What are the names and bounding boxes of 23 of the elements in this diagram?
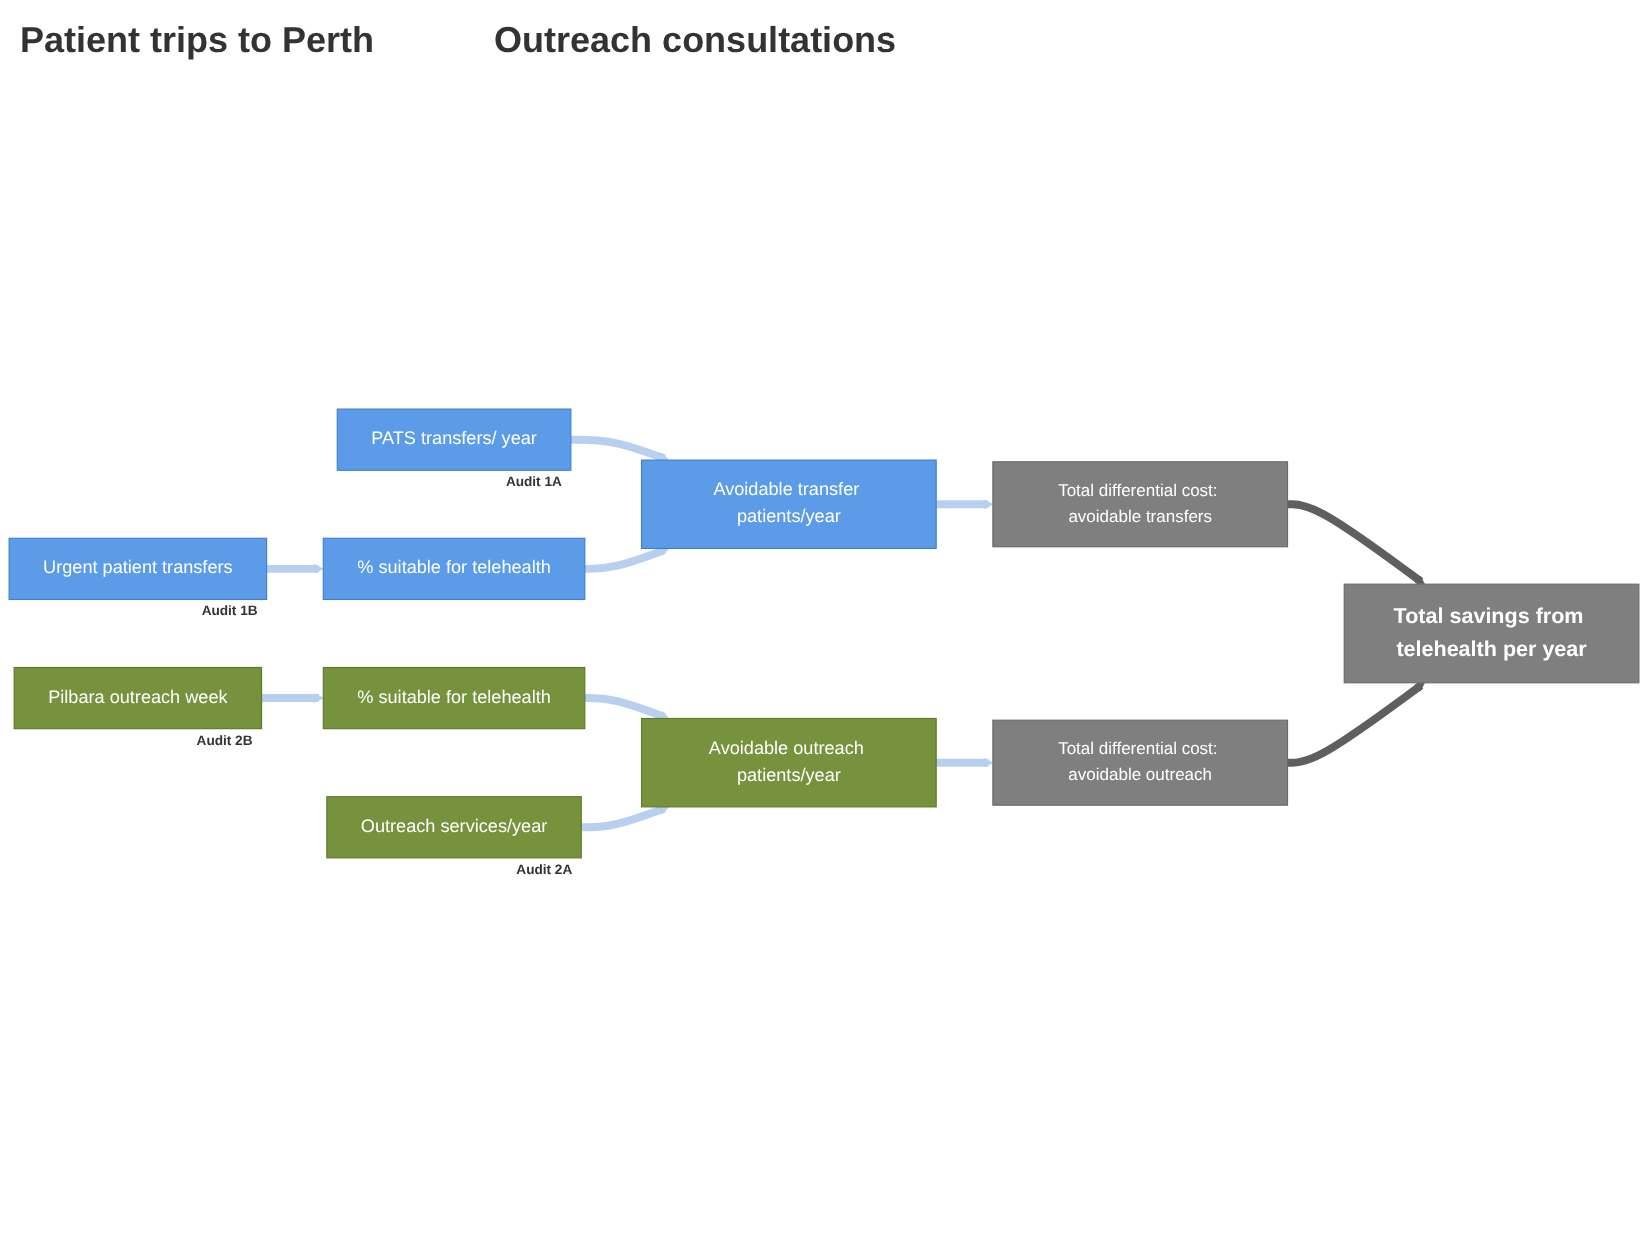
arrow	[266, 564, 324, 575]
node-box: Pilbara outreach week	[13, 667, 263, 731]
node-box: Total savings from telehealth per year	[1343, 584, 1640, 685]
node-box: Total differential cost: avoidable outreach	[992, 720, 1289, 807]
node-box: PATS transfers/ year	[336, 409, 572, 472]
arrow	[261, 694, 324, 704]
arrow	[936, 758, 994, 769]
node-box: Avoidable outreach patients/year	[640, 718, 937, 809]
node-box: Urgent patient transfers	[8, 538, 268, 601]
arrow	[581, 805, 670, 833]
node-box: % suitable for telehealth	[322, 667, 586, 731]
node-box: Total differential cost: avoidable transfers	[992, 462, 1289, 549]
arrow	[570, 436, 670, 464]
section-heading: Patient trips to Perth	[20, 20, 375, 62]
arrow	[584, 695, 670, 722]
node-box: Avoidable transfer patients/year	[640, 460, 937, 550]
arrow	[584, 547, 670, 574]
section-heading: Outreach consultations	[494, 20, 897, 62]
arrow	[1287, 683, 1425, 768]
node-box: Outreach services/year	[326, 797, 582, 860]
arrow	[936, 500, 994, 511]
arrow	[1287, 501, 1425, 586]
node-box: % suitable for telehealth	[322, 538, 586, 601]
